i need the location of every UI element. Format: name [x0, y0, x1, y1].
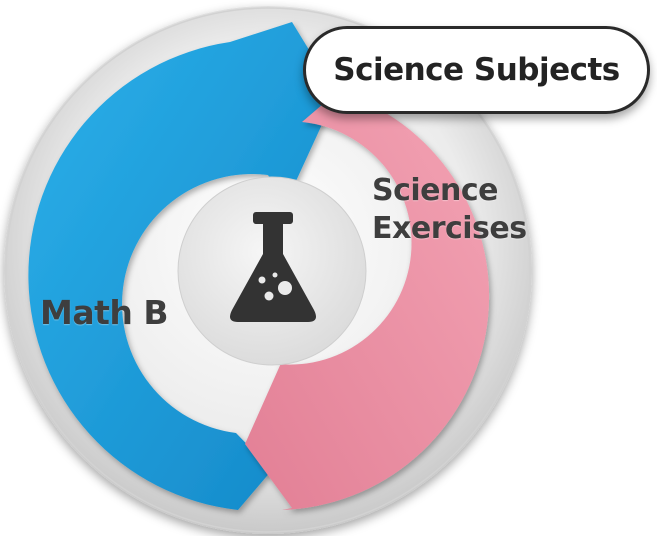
- science-exercises-label: Science Exercises: [372, 172, 527, 248]
- science-subjects-badge: Science Subjects: [303, 26, 650, 114]
- segment-math-b-arrow[interactable]: [28, 22, 337, 510]
- science-subjects-title: Science Subjects: [333, 52, 620, 88]
- flask-icon: [230, 212, 316, 322]
- math-b-label: Math B: [40, 293, 169, 332]
- science-exercises-line-2: Exercises: [372, 211, 527, 246]
- science-exercises-line-1: Science: [372, 173, 499, 208]
- segment-science-exercises-arrow[interactable]: [245, 98, 490, 510]
